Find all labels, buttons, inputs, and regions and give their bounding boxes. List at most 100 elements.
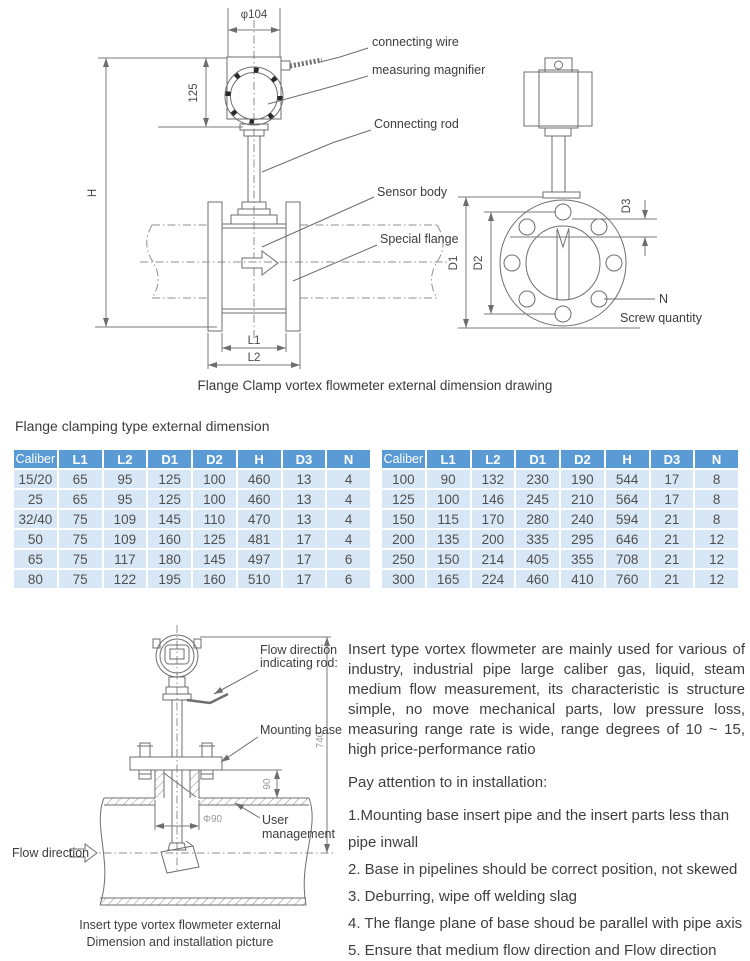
table-header-cell: L2 <box>103 450 147 468</box>
table-cell: 100 <box>193 490 236 508</box>
install-note-3: 3. Deburring, wipe off welding slag <box>348 888 578 905</box>
dim-h-label: H <box>87 189 99 197</box>
table-cell: 8 <box>695 510 738 528</box>
install-note-2: 2. Base in pipelines should be correct p… <box>348 861 738 878</box>
table-cell: 75 <box>58 550 102 568</box>
table-cell: 230 <box>516 470 559 488</box>
table-header-cell: D1 <box>516 450 559 468</box>
bezel-ticks <box>225 67 283 125</box>
table-cell: 100 <box>193 470 236 488</box>
table-cell: 110 <box>193 510 236 528</box>
table-cell: 6 <box>327 570 370 588</box>
table-cell: 13 <box>282 510 326 528</box>
label-user-management: User <box>262 813 288 827</box>
table-cell: 170 <box>471 510 515 528</box>
table-cell: 12 <box>695 550 738 568</box>
table-header-cell: Caliber <box>14 450 57 468</box>
dim-d1-label: D1 <box>448 256 460 271</box>
table-cell: 4 <box>327 490 370 508</box>
label-special-flange: Special flange <box>380 232 459 246</box>
table-cell: 17 <box>650 470 694 488</box>
wire-coil <box>289 57 323 69</box>
label-indicating-rod-2: indicating rod: <box>260 656 338 670</box>
bottom-drawing-caption: Insert type vortex flowmeter external <box>79 918 280 932</box>
table-cell: 214 <box>471 550 515 568</box>
table-cell: 95 <box>103 470 147 488</box>
dim-l2-label: L2 <box>248 352 261 364</box>
table-cell: 200 <box>382 530 425 548</box>
bolt-hole <box>605 254 623 272</box>
table-cell: 240 <box>561 510 604 528</box>
dim-l1-label: L1 <box>248 335 261 347</box>
table-cell: 460 <box>237 470 281 488</box>
install-note-5: 5. Ensure that medium flow direction and… <box>348 942 717 959</box>
bottom-drawing-caption-2: Dimension and installation picture <box>87 935 274 949</box>
table-cell: 65 <box>14 550 57 568</box>
table-cell: 564 <box>605 490 649 508</box>
dim-125-label: 125 <box>188 83 200 102</box>
table-header-cell: D2 <box>193 450 236 468</box>
table-cell: 13 <box>282 470 326 488</box>
table-header-cell: D1 <box>148 450 191 468</box>
table-cell: 460 <box>516 570 559 588</box>
table-header-cell: L2 <box>471 450 515 468</box>
table-cell: 224 <box>471 570 515 588</box>
indicating-rod-shape <box>186 692 229 705</box>
table-cell: 280 <box>516 510 559 528</box>
table-cell: 8 <box>695 490 738 508</box>
table-cell: 25 <box>14 490 57 508</box>
flow-direction-arrow-icon <box>69 843 98 863</box>
top-drawing-caption: Flange Clamp vortex flowmeter external d… <box>197 378 553 393</box>
table-cell: 760 <box>605 570 649 588</box>
table-cell: 4 <box>327 470 370 488</box>
table-cell: 95 <box>103 490 147 508</box>
label-user-management-2: management <box>262 827 335 841</box>
table-cell: 125 <box>148 490 191 508</box>
table-cell: 17 <box>282 550 326 568</box>
table-cell: 21 <box>650 510 694 528</box>
table-cell: 80 <box>14 570 57 588</box>
table-cell: 132 <box>471 470 515 488</box>
table-cell: 245 <box>516 490 559 508</box>
table-cell: 544 <box>605 470 649 488</box>
table-cell: 410 <box>561 570 604 588</box>
bolt-hole <box>503 254 521 272</box>
table-header-cell: D3 <box>650 450 694 468</box>
table-header-cell: H <box>237 450 281 468</box>
table-header-cell: L1 <box>426 450 470 468</box>
flange-clamp-drawing: φ104 125 H <box>87 8 703 369</box>
table-cell: 646 <box>605 530 649 548</box>
special-flange-left <box>207 201 223 332</box>
label-mounting-base: Mounting base <box>260 723 342 737</box>
table-cell: 355 <box>561 550 604 568</box>
table-cell: 17 <box>282 530 326 548</box>
table-cell: 145 <box>148 510 191 528</box>
attention-title: Pay attention to in installation: <box>348 774 548 791</box>
table-cell: 12 <box>695 530 738 548</box>
bolt-hole <box>518 290 536 308</box>
table-cell: 75 <box>58 530 102 548</box>
table-cell: 497 <box>237 550 281 568</box>
table-cell: 8 <box>695 470 738 488</box>
table-cell: 100 <box>426 490 470 508</box>
install-note-1: 1.Mounting base insert pipe and the inse… <box>348 807 730 851</box>
flange-disc <box>499 199 627 327</box>
table-cell: 17 <box>650 490 694 508</box>
table-cell: 100 <box>382 470 425 488</box>
dim-d3-label: D3 <box>621 199 633 214</box>
bolt-hole <box>554 203 572 221</box>
table-cell: 160 <box>148 530 191 548</box>
